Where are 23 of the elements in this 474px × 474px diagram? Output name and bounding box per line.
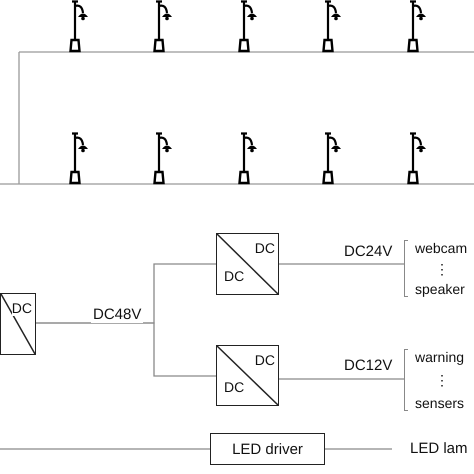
converter-label: DC <box>254 240 275 256</box>
dc-dc-converter <box>0 293 36 355</box>
device-label: webcam <box>415 240 468 256</box>
converter-label: DC <box>224 268 244 284</box>
wire <box>325 448 392 450</box>
ellipsis: ⋮ <box>435 372 449 388</box>
converter-label: DC <box>12 300 32 316</box>
device-label: sensers <box>415 395 464 411</box>
edge-label: DC48V <box>91 307 144 323</box>
driver-label: LED driver <box>232 440 303 458</box>
device-label: speaker <box>415 281 465 297</box>
wire <box>0 448 210 450</box>
dc-dc-converter <box>216 345 279 406</box>
wire <box>36 322 216 377</box>
converter-label: DC <box>224 379 244 395</box>
wire <box>279 378 404 380</box>
lamp-label: LED lam <box>410 440 474 458</box>
wire <box>279 263 404 265</box>
ellipsis: ⋮ <box>435 260 449 276</box>
device-label: warning <box>415 349 464 365</box>
driver-box <box>210 433 325 465</box>
converter-label: DC <box>254 352 275 368</box>
dc-dc-converter <box>216 233 279 295</box>
